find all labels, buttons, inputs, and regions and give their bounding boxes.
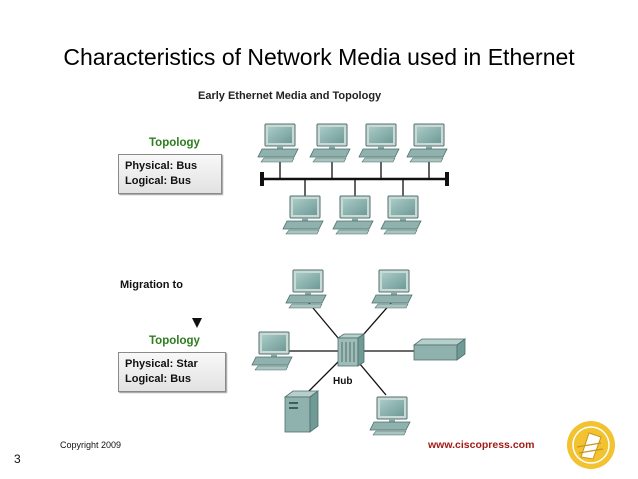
current-topology-heading: Topology bbox=[149, 335, 200, 347]
current-logical-label: Logical: Bus bbox=[125, 373, 192, 385]
workstation-icon bbox=[309, 123, 351, 163]
workstation-icon bbox=[380, 195, 422, 235]
ciscopress-url[interactable]: www.ciscopress.com bbox=[428, 439, 535, 451]
workstation-icon bbox=[251, 331, 293, 371]
workstation-icon bbox=[369, 396, 411, 436]
current-physical-label: Physical: Star bbox=[125, 358, 198, 370]
workstation-icon bbox=[358, 123, 400, 163]
workstation-icon bbox=[282, 195, 324, 235]
slide-number: 3 bbox=[14, 452, 21, 466]
diagram-title: Early Ethernet Media and Topology bbox=[198, 90, 382, 102]
workstation-icon bbox=[406, 123, 448, 163]
switch-icon bbox=[412, 338, 467, 361]
bus-backbone bbox=[260, 160, 449, 196]
hub-icon bbox=[336, 333, 366, 367]
slide-title: Characteristics of Network Media used in… bbox=[63, 44, 575, 70]
server-icon bbox=[283, 390, 320, 433]
early-topology-box: Physical: Bus Logical: Bus bbox=[118, 154, 222, 194]
migration-label: Migration to bbox=[120, 279, 183, 291]
hub-label: Hub bbox=[333, 376, 353, 387]
early-physical-label: Physical: Bus bbox=[125, 160, 198, 172]
logo-icon bbox=[567, 421, 615, 469]
early-logical-label: Logical: Bus bbox=[125, 175, 192, 187]
copyright-text: Copyright 2009 bbox=[60, 440, 122, 450]
early-topology-heading: Topology bbox=[149, 137, 200, 149]
arrow-head bbox=[192, 318, 202, 328]
workstation-icon bbox=[257, 123, 299, 163]
workstation-icon bbox=[285, 269, 327, 309]
current-topology-box: Physical: Star Logical: Bus bbox=[118, 352, 226, 392]
workstation-icon bbox=[332, 195, 374, 235]
workstation-icon bbox=[371, 269, 413, 309]
